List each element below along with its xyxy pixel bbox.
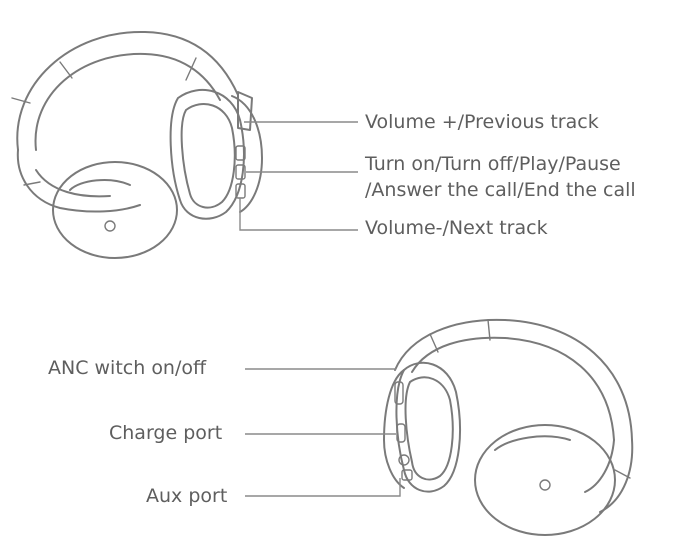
label-volume-plus: Volume +/Previous track (365, 111, 599, 133)
leader-volume-minus (239, 198, 358, 231)
label-anc: ANC witch on/off (48, 357, 207, 379)
label-power-line2: /Answer the call/End the call (365, 179, 636, 201)
label-aux: Aux port (146, 485, 228, 507)
label-volume-minus: Volume-/Next track (365, 217, 548, 239)
label-charge: Charge port (109, 422, 223, 444)
headphone-bottom-illustration (383, 318, 634, 536)
headphone-top-illustration (11, 30, 263, 259)
leader-aux (245, 478, 401, 497)
label-power-line1: Turn on/Turn off/Play/Pause (365, 153, 621, 175)
